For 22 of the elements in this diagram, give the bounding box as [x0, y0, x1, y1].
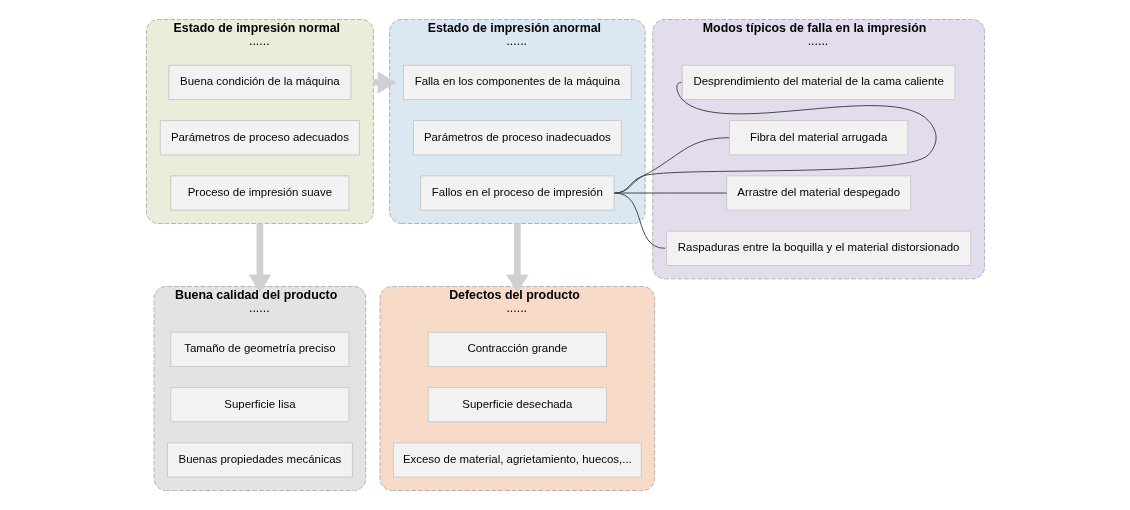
- node-box: Buena condición de la máquina: [167, 64, 351, 101]
- node-box: Fibra del material arrugada: [728, 120, 908, 156]
- node-box: Parámetros de proceso inadecuados: [412, 120, 622, 156]
- connector: [613, 137, 729, 194]
- arrow: [505, 223, 529, 293]
- node-box: Falla en los componentes de la máquina: [402, 64, 632, 101]
- connector: [613, 192, 666, 249]
- arrow: [248, 223, 271, 293]
- node-box: Buenas propiedades mecánicas: [166, 442, 353, 478]
- node-box: Exceso de material, agrietamiento, huecos,...: [392, 442, 642, 478]
- node-box: Tamaño de geometría preciso: [169, 331, 350, 368]
- node-box: Superficie desechada: [427, 387, 607, 423]
- node-box: Fallos en el proceso de impresión: [419, 175, 615, 211]
- node-box: Raspaduras entre la boquilla y el material distorsionado: [665, 230, 971, 266]
- node-box: Desprendimiento del material de la cama caliente: [681, 64, 955, 101]
- node-box: Proceso de impresión suave: [169, 175, 350, 211]
- node-box: Parámetros de proceso adecuados: [159, 120, 360, 156]
- node-box: Arrastre del material despegado: [725, 175, 911, 211]
- connector: [613, 192, 727, 194]
- node-box: Contracción grande: [427, 331, 607, 368]
- connector: [613, 81, 937, 194]
- node-box: Superficie lisa: [169, 387, 350, 423]
